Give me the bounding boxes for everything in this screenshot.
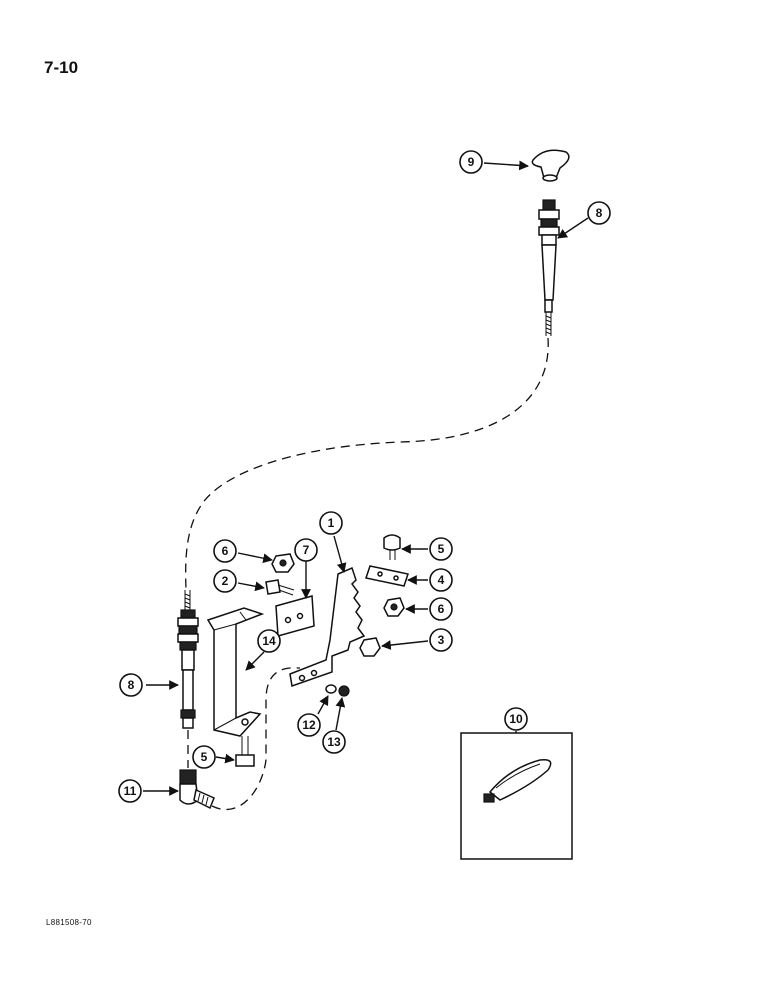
leader-9 xyxy=(483,160,529,171)
callout-6-left: 6 xyxy=(213,539,237,563)
leader-13 xyxy=(335,697,346,731)
throttle-knob-icon xyxy=(531,149,570,182)
cable-elbow-fitting xyxy=(179,769,215,810)
svg-text:13: 13 xyxy=(327,735,341,749)
cable-tie-box xyxy=(460,732,573,860)
throttle-cable-lower-end xyxy=(177,590,199,768)
bolt-upper-right xyxy=(383,534,401,560)
svg-text:11: 11 xyxy=(124,784,137,798)
svg-text:3: 3 xyxy=(438,633,445,647)
svg-text:9: 9 xyxy=(468,155,475,169)
callout-6-right: 6 xyxy=(429,597,453,621)
callout-5-bottom: 5 xyxy=(192,745,216,769)
callout-1: 1 xyxy=(319,511,343,535)
leader-8-top xyxy=(557,217,589,239)
washer-and-nut xyxy=(325,684,350,697)
callout-13: 13 xyxy=(322,730,346,754)
callout-7: 7 xyxy=(294,538,318,562)
mounting-plate xyxy=(275,595,315,637)
svg-text:8: 8 xyxy=(128,678,135,692)
callout-14: 14 xyxy=(257,629,281,653)
callout-2: 2 xyxy=(213,569,237,593)
bolt-lower xyxy=(235,736,255,767)
cable-tie-icon xyxy=(483,758,552,803)
callout-5-top: 5 xyxy=(429,537,453,561)
leader-6-left xyxy=(237,552,273,564)
throttle-cable-path xyxy=(185,337,549,591)
lock-nut xyxy=(359,637,381,657)
svg-text:5: 5 xyxy=(438,542,445,556)
throttle-cable-upper-end xyxy=(538,199,560,336)
leader-14 xyxy=(245,651,265,671)
leader-5-bottom xyxy=(215,753,235,764)
cable-return-path xyxy=(211,667,300,811)
callout-11: 11 xyxy=(118,779,142,803)
svg-text:1: 1 xyxy=(328,516,335,530)
clamp-block xyxy=(365,565,409,587)
svg-text:7: 7 xyxy=(303,543,310,557)
nut-right xyxy=(383,597,405,617)
svg-text:5: 5 xyxy=(201,750,208,764)
figure-code: L881508-70 xyxy=(46,918,92,927)
svg-text:10: 10 xyxy=(509,712,523,726)
svg-text:6: 6 xyxy=(222,544,229,558)
support-bracket-icon xyxy=(206,607,265,737)
throttle-lever-icon xyxy=(289,566,366,688)
svg-text:14: 14 xyxy=(262,634,276,648)
leader-12 xyxy=(317,695,329,715)
leader-2 xyxy=(237,581,265,592)
callout-10: 10 xyxy=(504,707,528,731)
callout-8-left: 8 xyxy=(119,673,143,697)
svg-text:2: 2 xyxy=(222,574,229,588)
leader-1 xyxy=(333,535,347,573)
nut-left xyxy=(271,553,295,573)
bolt-2 xyxy=(265,579,295,596)
callout-9: 9 xyxy=(459,150,483,174)
svg-text:6: 6 xyxy=(438,602,445,616)
page-number: 7-10 xyxy=(44,58,79,77)
callout-12: 12 xyxy=(297,713,321,737)
svg-text:8: 8 xyxy=(596,206,603,220)
svg-text:12: 12 xyxy=(302,718,316,732)
svg-text:4: 4 xyxy=(438,573,445,587)
leader-3 xyxy=(381,640,429,650)
callout-4: 4 xyxy=(429,568,453,592)
callout-8-top: 8 xyxy=(587,201,611,225)
callout-3: 3 xyxy=(429,628,453,652)
